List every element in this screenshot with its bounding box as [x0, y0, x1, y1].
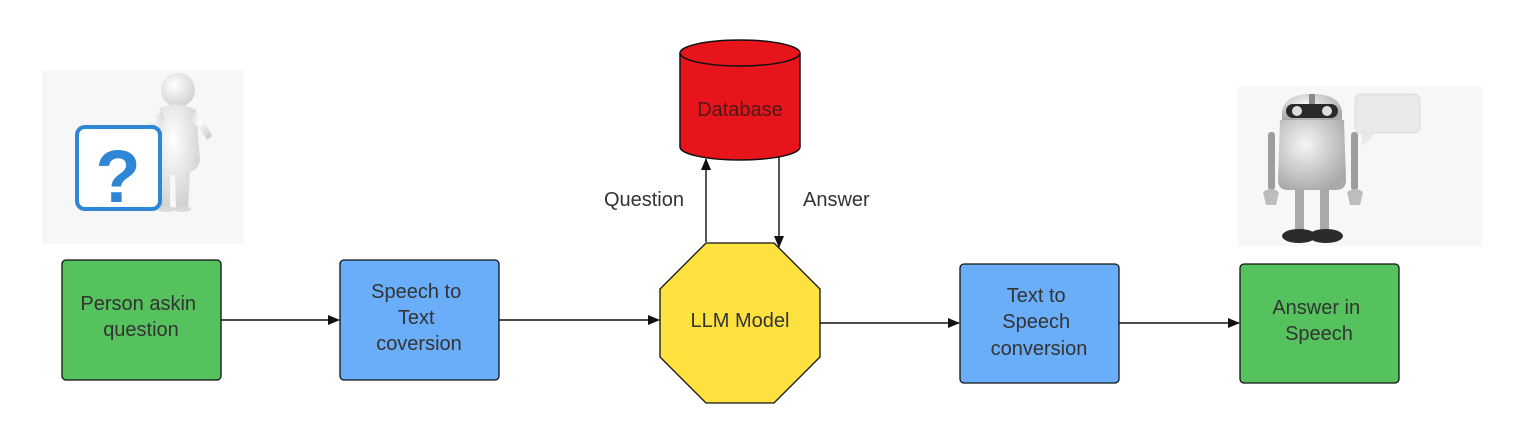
answer-in-speech-node: Answer in Speech: [1239, 263, 1400, 384]
speech-to-text-node: Speech to Text coversion: [339, 259, 500, 381]
answer-in-speech-label: Answer in Speech: [1272, 297, 1365, 345]
text-to-speech-node: Text to Speech conversion: [959, 263, 1120, 384]
robot-illustration: [1238, 86, 1482, 246]
person-asking-label: Person askin question: [80, 293, 201, 341]
svg-text:?: ?: [95, 135, 140, 218]
person-asking-node: Person askin question: [61, 259, 222, 381]
llm-model-node: LLM Model: [659, 242, 821, 404]
edge-label-answer: Answer: [803, 189, 870, 211]
speech-to-text-label: Speech to Text coversion: [371, 281, 467, 355]
database-node: Database: [679, 39, 801, 161]
text-to-speech-label: Text to Speech conversion: [991, 285, 1088, 360]
database-label: Database: [697, 99, 783, 121]
question-person-illustration: ?: [42, 70, 244, 244]
llm-model-label: LLM Model: [691, 310, 790, 332]
edges: [221, 157, 1240, 328]
question-mark-icon: ?: [75, 125, 162, 218]
speech-bubble-icon: [1354, 93, 1421, 146]
edge-label-question: Question: [604, 189, 684, 211]
